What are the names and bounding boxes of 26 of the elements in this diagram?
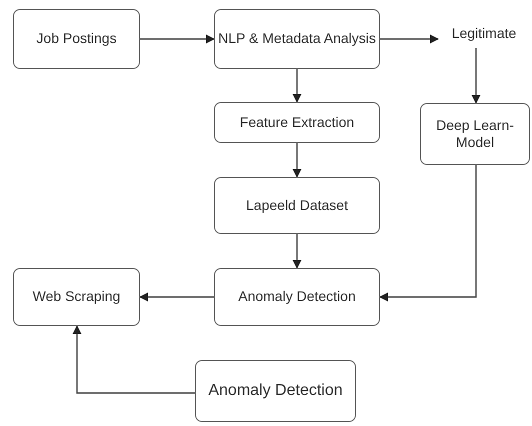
box-label: Web Scraping bbox=[32, 288, 120, 306]
box-label: NLP & Metadata Analysis bbox=[218, 30, 376, 48]
arrow bbox=[292, 234, 302, 269]
process-box bbox=[195, 360, 356, 422]
box-label: Job Postings bbox=[36, 30, 117, 48]
arrow bbox=[292, 69, 302, 103]
arrow bbox=[380, 34, 439, 44]
arrow bbox=[140, 34, 215, 44]
arrow bbox=[472, 48, 480, 104]
outcome-label: Legitimate bbox=[438, 20, 530, 48]
process-box bbox=[214, 177, 380, 234]
process-box bbox=[214, 9, 380, 69]
box-label: Lapeeld Dataset bbox=[246, 196, 348, 214]
arrow bbox=[292, 143, 302, 178]
box-label: Anomaly Detection bbox=[208, 381, 343, 401]
box-label: Deep Learn-Model bbox=[435, 116, 515, 152]
process-box bbox=[420, 103, 530, 165]
process-box bbox=[13, 268, 140, 326]
arrow bbox=[139, 292, 214, 302]
arrow bbox=[72, 325, 195, 394]
process-box bbox=[214, 268, 380, 326]
box-label: Anomaly Detection bbox=[238, 288, 356, 306]
process-box bbox=[13, 9, 140, 69]
box-label: Feature Extraction bbox=[240, 114, 354, 132]
arrow bbox=[379, 165, 477, 302]
process-box bbox=[214, 102, 380, 143]
